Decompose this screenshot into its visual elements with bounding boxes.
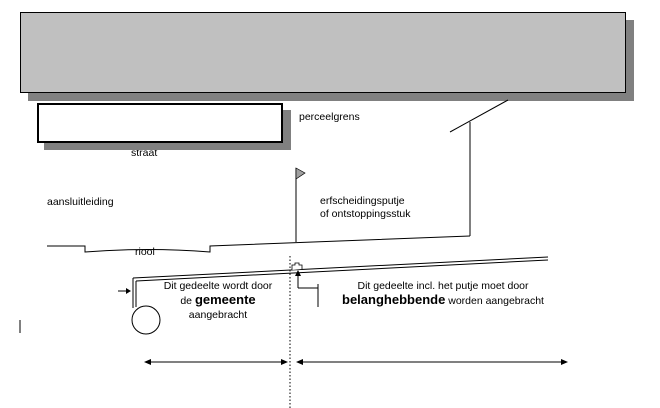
left-note-line1: Dit gedeelte wordt door <box>163 280 273 292</box>
arrow-right-icon <box>126 288 131 294</box>
arrow-up-icon <box>295 270 301 276</box>
right-note-suffix: worden aangebracht <box>445 295 544 307</box>
left-note-suffix: aangebracht <box>188 309 248 321</box>
perceelgrens-line <box>449 99 509 236</box>
pipe-outer <box>132 256 549 279</box>
sewer-main-circle <box>131 305 161 335</box>
right-note-bold: belanghebbende <box>342 292 446 307</box>
right-note: Dit gedeelte incl. het putje moet door b… <box>330 279 556 308</box>
label-perceelgrens: perceelgrens <box>299 111 360 123</box>
label-straat: straat <box>131 147 158 159</box>
label-aansluitleiding: aansluitleiding <box>47 196 114 208</box>
ground-line <box>47 235 471 253</box>
label-putje-1: erfscheidingsputje <box>320 195 405 207</box>
left-note: Dit gedeelte wordt door de gemeente aang… <box>150 279 286 322</box>
left-note-prefix: de <box>180 295 195 307</box>
label-riool: riool <box>135 246 155 258</box>
label-putje-2: of ontstoppingsstuk <box>320 208 411 220</box>
left-note-bold: gemeente <box>194 292 256 307</box>
pipe-inner <box>135 259 549 282</box>
white-box <box>37 103 283 143</box>
pipe-drop <box>132 278 137 308</box>
flag-icon <box>295 167 306 180</box>
top-box <box>20 12 626 93</box>
putje-icon <box>291 262 303 270</box>
right-note-line1: Dit gedeelte incl. het putje moet door <box>357 280 529 292</box>
